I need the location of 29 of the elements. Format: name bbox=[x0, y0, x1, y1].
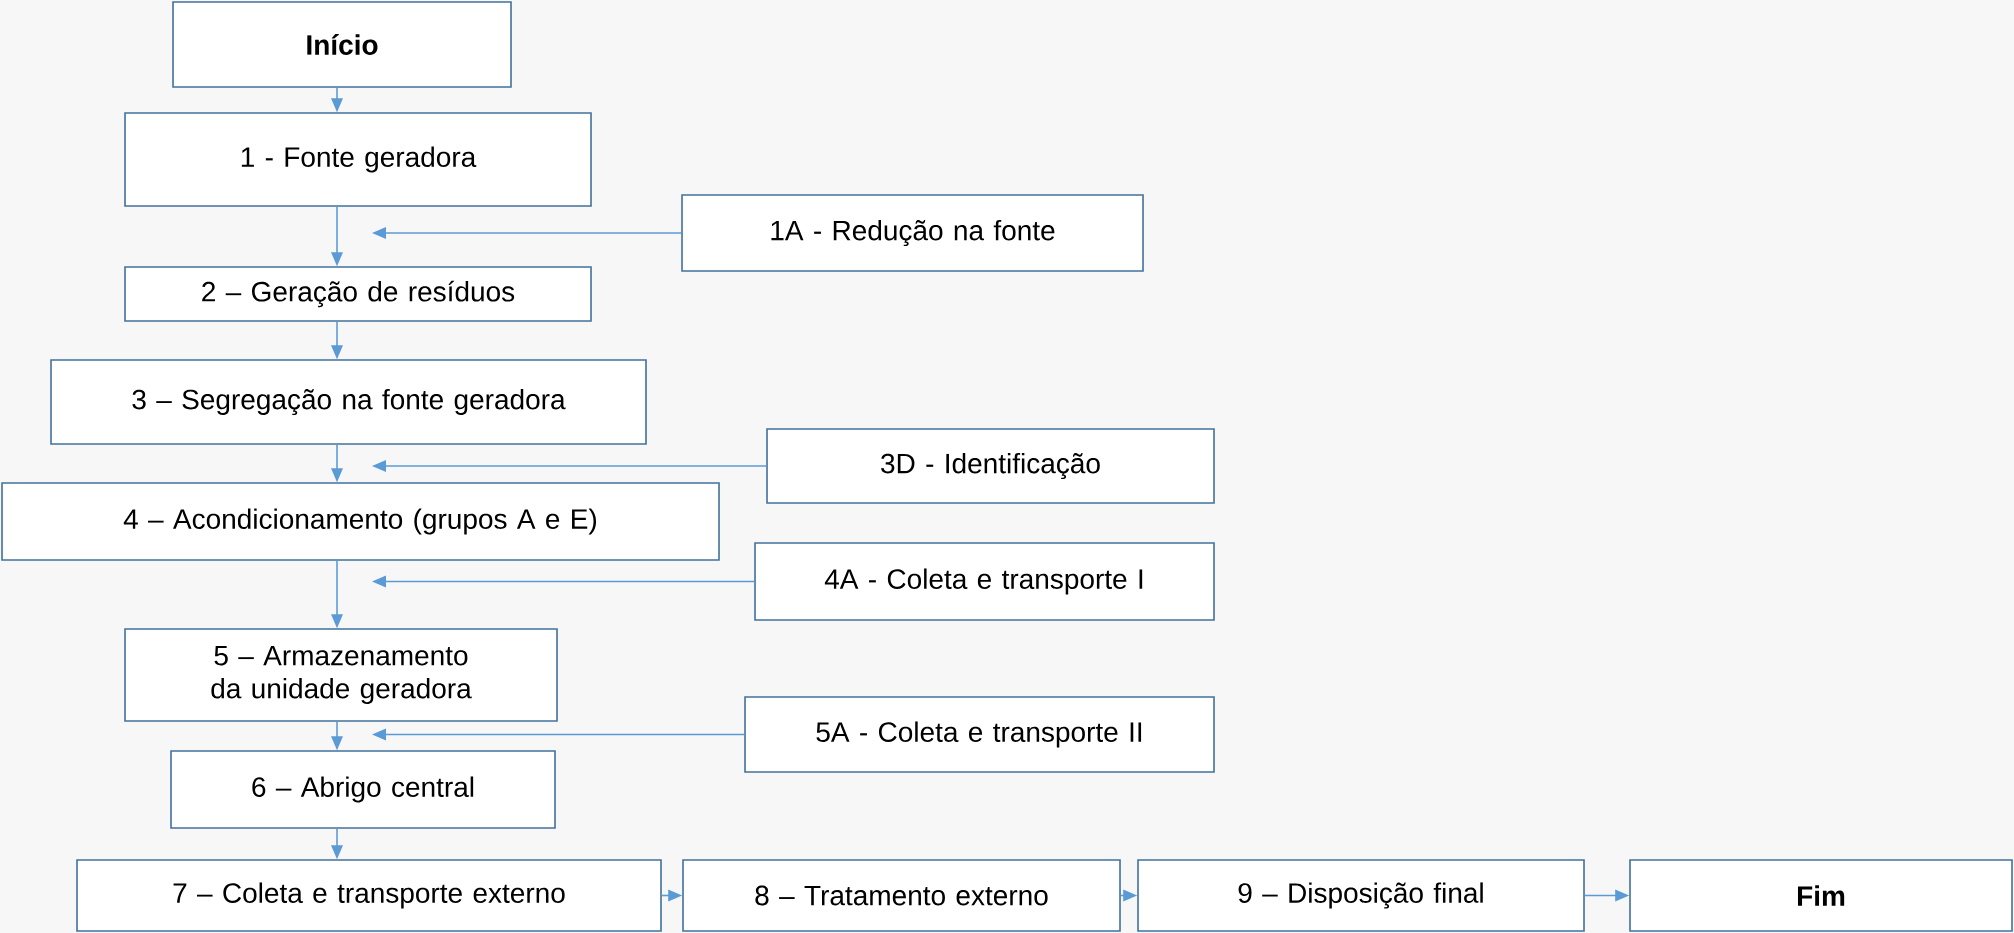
process-box: 6 – Abrigo central bbox=[170, 750, 556, 829]
arrow bbox=[661, 889, 683, 902]
arrow bbox=[331, 721, 343, 751]
side-process-box: 4A - Coleta e transporte I bbox=[754, 542, 1215, 621]
arrow bbox=[331, 321, 343, 360]
process-box: 3 – Segregação na fonte geradora bbox=[50, 359, 647, 445]
process-box: 9 – Disposição final bbox=[1137, 859, 1585, 932]
arrow bbox=[331, 560, 343, 629]
arrow bbox=[372, 575, 755, 588]
side-process-box: 5A - Coleta e transporte II bbox=[744, 696, 1215, 773]
process-box: 1 - Fonte geradora bbox=[124, 112, 592, 207]
arrow bbox=[372, 460, 767, 472]
process-box: 7 – Coleta e transporte externo bbox=[76, 859, 662, 932]
side-process-box: 1A - Redução na fonte bbox=[681, 194, 1144, 272]
process-box: 4 – Acondicionamento (grupos A e E) bbox=[1, 482, 720, 561]
arrow bbox=[1120, 889, 1138, 902]
process-box: 5 – Armazenamento da unidade geradora bbox=[124, 628, 558, 722]
start-end-box: Fim bbox=[1629, 859, 2013, 932]
start-end-box: Início bbox=[172, 1, 512, 88]
side-process-box: 3D - Identificação bbox=[766, 428, 1215, 504]
arrow bbox=[331, 87, 343, 113]
process-box: 8 – Tratamento externo bbox=[682, 859, 1121, 932]
arrow bbox=[372, 728, 745, 741]
arrow bbox=[1584, 889, 1630, 902]
arrow bbox=[331, 444, 343, 483]
process-box: 2 – Geração de resíduos bbox=[124, 266, 592, 322]
arrow bbox=[372, 227, 682, 239]
arrow bbox=[331, 206, 343, 267]
arrow bbox=[331, 828, 343, 860]
